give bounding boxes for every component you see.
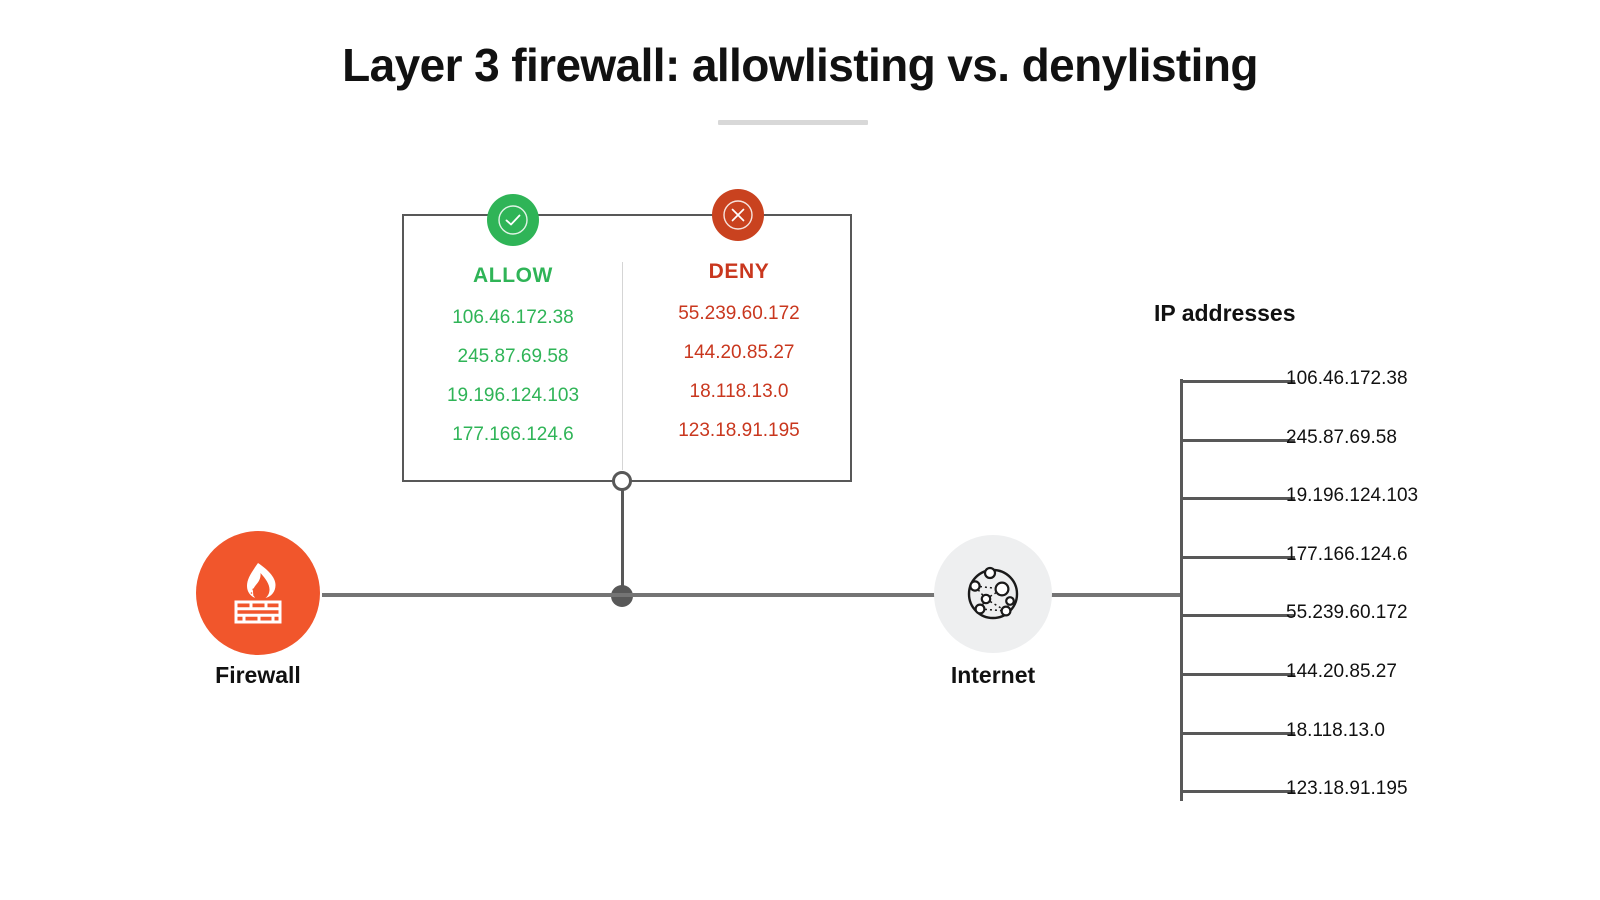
- ip-bracket-tick: [1180, 614, 1295, 617]
- ip-address-label: 144.20.85.27: [1286, 661, 1397, 682]
- ip-bracket-tick: [1180, 556, 1295, 559]
- ip-entry: 177.166.124.6: [452, 424, 574, 445]
- policy-drop-connector: [621, 481, 624, 595]
- ip-address-label: 18.118.13.0: [1286, 720, 1385, 741]
- ip-entry: 55.239.60.172: [678, 303, 800, 324]
- policy-column-divider: [622, 262, 623, 470]
- ip-address-label: 106.46.172.38: [1286, 368, 1408, 389]
- ip-entry: 245.87.69.58: [457, 346, 569, 367]
- internet-node-label: Internet: [950, 662, 1036, 688]
- firewall-flame-brick-icon: [196, 531, 320, 655]
- ip-bracket-tick: [1180, 673, 1295, 676]
- firewall-policy-box: [402, 214, 852, 482]
- ip-address-label: 177.166.124.6: [1286, 544, 1408, 565]
- ip-entry: 144.20.85.27: [683, 342, 795, 363]
- ip-bracket-tick: [1180, 732, 1295, 735]
- ip-bracket-tick: [1180, 790, 1295, 793]
- ip-entry: 19.196.124.103: [446, 385, 580, 406]
- ip-bracket-tick: [1180, 497, 1295, 500]
- firewall-node-label: Firewall: [215, 662, 301, 688]
- ip-bracket-tick: [1180, 439, 1295, 442]
- ip-entry: 123.18.91.195: [678, 420, 800, 441]
- ip-entry: 106.46.172.38: [452, 307, 574, 328]
- ip-address-label: 55.239.60.172: [1286, 602, 1408, 623]
- deny-column-label: DENY: [708, 260, 770, 283]
- internet-bracket-link: [1051, 593, 1182, 597]
- network-globe-icon: [934, 535, 1052, 653]
- check-circle-icon: [487, 194, 539, 246]
- allow-column-label: ALLOW: [473, 264, 553, 287]
- x-circle-icon: [712, 189, 764, 241]
- ip-entry: 18.118.13.0: [689, 381, 789, 402]
- page-title: Layer 3 firewall: allowlisting vs. denyl…: [342, 39, 1258, 91]
- deny-ip-list: 55.239.60.172 144.20.85.27 18.118.13.0 123.…: [629, 294, 849, 450]
- allow-ip-list: 106.46.172.38 245.87.69.58 19.196.124.103 1…: [403, 298, 623, 454]
- ip-addresses-heading: IP addresses: [1154, 300, 1296, 326]
- ip-address-label: 123.18.91.195: [1286, 778, 1408, 799]
- ip-address-label: 19.196.124.103: [1286, 485, 1419, 506]
- ip-bracket-spine: [1180, 379, 1183, 801]
- ip-address-label: 245.87.69.58: [1286, 427, 1397, 448]
- policy-anchor-node: [612, 471, 632, 491]
- firewall-internet-link: [322, 593, 942, 597]
- title-underline-rule: [718, 120, 868, 125]
- ip-bracket-tick: [1180, 380, 1295, 383]
